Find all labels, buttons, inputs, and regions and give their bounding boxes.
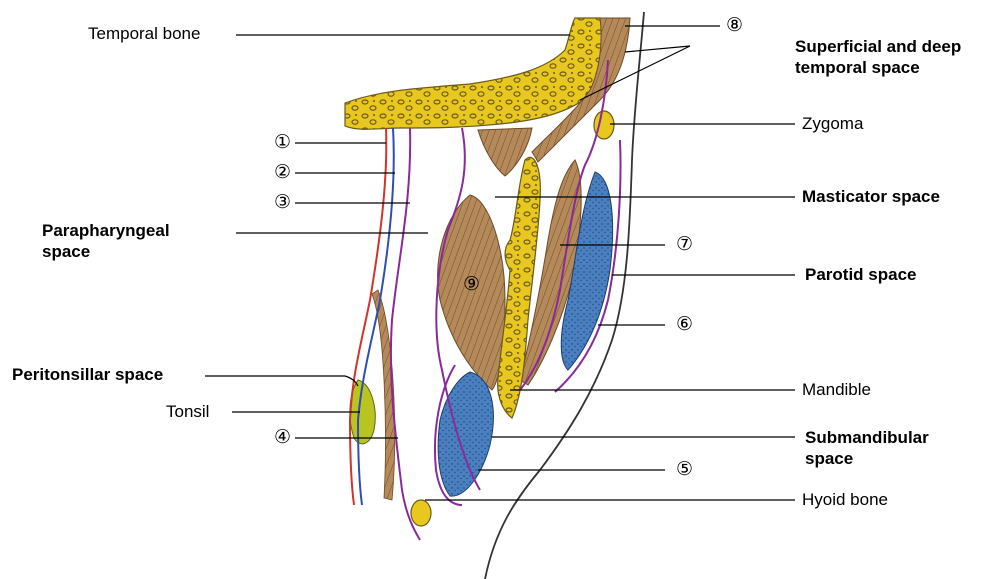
label-peritonsillar-space: Peritonsillar space [12, 364, 163, 385]
marker-1: ① [274, 133, 291, 153]
label-tonsil: Tonsil [166, 401, 209, 422]
label-masticator-space: Masticator space [802, 186, 940, 207]
hyoid-bone-shape [411, 500, 431, 526]
marker-3: ③ [274, 193, 291, 213]
marker-8: ⑧ [726, 16, 743, 36]
label-parotid-space: Parotid space [805, 264, 917, 285]
label-zygoma: Zygoma [802, 113, 863, 134]
label-submandibular-space: Submandibular space [805, 427, 929, 469]
marker-7: ⑦ [676, 235, 693, 255]
label-temporal-bone: Temporal bone [88, 23, 200, 44]
leader-peritonsillar [205, 376, 358, 386]
marker-9: ⑨ [463, 275, 480, 295]
label-superficial-deep-temporal-space: Superficial and deep temporal space [795, 36, 961, 78]
marker-5: ⑤ [676, 460, 693, 480]
marker-4: ④ [274, 428, 291, 448]
marker-6: ⑥ [676, 315, 693, 335]
label-parapharyngeal-space: Parapharyngeal space [42, 220, 170, 262]
pharyngobasilar-fascia [391, 128, 420, 540]
label-hyoid-bone: Hyoid bone [802, 489, 888, 510]
marker-2: ② [274, 163, 291, 183]
label-mandible: Mandible [802, 379, 871, 400]
